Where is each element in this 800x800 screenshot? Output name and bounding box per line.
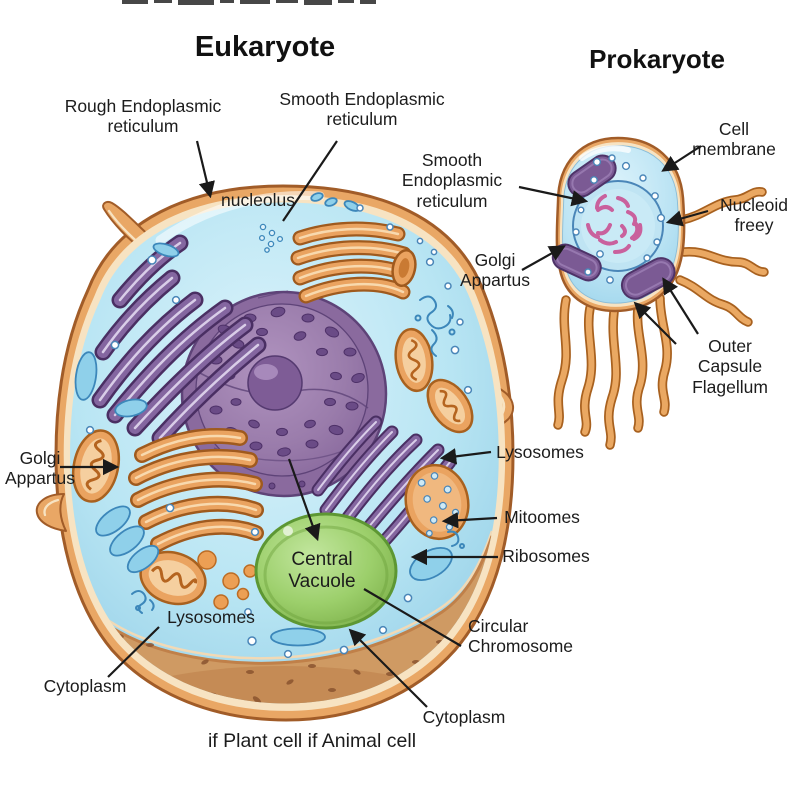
orange-granules [197,550,257,610]
prokaryote-title: Prokaryote [589,44,725,74]
central-vacuole [254,512,398,630]
nucleoid-dna-squiggles [586,194,643,254]
ribosome-squiggles [131,295,465,614]
golgi-top-right [290,221,417,304]
label-nucleoid: Nucleoid freey [719,195,789,236]
lysosomes-right-arrow [439,448,492,465]
nucleolus-body [247,355,303,411]
label-prok-golgi: Golgi Appartus [459,250,531,291]
nucleoid-arrow [665,209,709,227]
rough-er-arrow [195,140,215,199]
mitochondrion [394,327,434,393]
label-cytoplasm-right: Cytoplasm [422,707,506,727]
vacuole-arrow [287,458,321,542]
label-smooth-er: Smooth Endoplasmic reticulum [279,89,445,130]
eukaryote-title: Eukaryote [194,31,336,63]
mitoomes-arrow [441,512,498,529]
nucleolus-dot-cluster [258,223,284,253]
label-mitoomes: Mitoomes [504,507,580,527]
prokaryote-cell [551,136,769,450]
cropped-text-fragment [122,0,376,5]
mitochondrion [426,378,474,434]
label-golgi-left: Golgi Appartus [4,448,76,489]
smooth-er-line [282,140,338,222]
prok-sheen [579,145,631,161]
outer-capsule-arrow-2 [662,277,699,335]
label-rough-er: Rough Endoplasmic reticulum [64,96,222,137]
cell-membrane-arrow [661,145,702,172]
circular-chromosome-line [363,588,462,647]
label-cell-membrane: Cell membrane [692,119,776,160]
bottom-caption: if Plant cell if Animal cell [207,730,417,752]
cytoplasm-right-arrow [348,628,428,708]
label-lysosomes-left: Lysosomes [167,607,255,627]
label-ribosomes: Ribosomes [502,546,590,566]
label-circular-chromosome: Circular Chromosome [468,616,574,657]
label-nucleolus: nucleolus [221,190,295,210]
leader-lines [60,140,709,708]
nucleoid-region [572,180,664,272]
flagella [553,186,769,450]
prok-smooth-er-arrow [518,185,589,207]
label-lysosomes-right: Lysosomes [496,442,584,462]
label-outer-capsule: Outer Capsule Flagellum [692,336,768,397]
label-prok-smooth-er: Smooth Endoplasmic reticulum [401,150,503,211]
prokaryote-dots [572,154,666,284]
label-cytoplasm-left: Cytoplasm [43,676,127,696]
outer-capsule-arrow-1 [633,301,677,345]
mitochondrion [139,550,207,606]
prok-golgi-arrow [521,245,566,271]
label-central-vacuole: Central Vacuole [288,549,356,593]
lysosomes-left-line [107,626,160,678]
golgi-left [128,428,264,552]
